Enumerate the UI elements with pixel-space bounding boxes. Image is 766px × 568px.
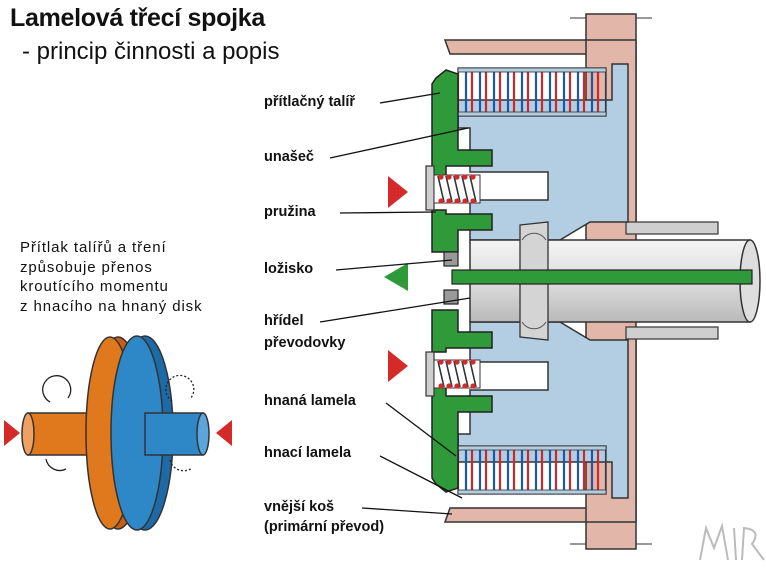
label-lozisko: ložisko	[264, 261, 314, 277]
spring-assembly-bottom	[425, 351, 481, 397]
description-line: Přítlak talířů a tření	[20, 239, 167, 256]
label-vnejsi-kos: vnější koš	[264, 499, 335, 515]
press-arrow-icon	[388, 350, 408, 382]
hub-sleeve	[625, 221, 719, 235]
press-arrow-icon	[216, 420, 232, 446]
description-line: kroutícího momentu	[20, 278, 169, 295]
output-shaft	[144, 412, 204, 456]
rotation-arrow-icon	[42, 375, 72, 403]
pressure-plate	[431, 69, 493, 493]
disk-illustration	[4, 335, 232, 531]
bearing	[443, 251, 459, 267]
description-line: z hnacího na hnaný disk	[20, 297, 203, 315]
label-pruzina: pružina	[264, 204, 316, 220]
label-pritlacny-talir: přítlačný talíř	[264, 94, 356, 110]
spring-assembly-top	[425, 165, 481, 211]
press-arrow-icon	[388, 176, 408, 208]
clutch-cross-section	[384, 13, 761, 550]
signature-logo	[699, 522, 765, 561]
plate-stack-bottom	[457, 445, 607, 495]
release-rod	[451, 269, 753, 285]
label-prevodovky: převodovky	[264, 335, 346, 351]
description-text: Přítlak talířů a tření způsobuje přenos …	[20, 238, 220, 316]
leader-lines	[319, 92, 471, 515]
rotation-arrow-icon	[165, 374, 195, 402]
rotation-arrow-icon	[169, 459, 193, 472]
rotation-arrow-icon	[45, 458, 67, 472]
label-hridel: hřídel	[264, 313, 304, 329]
press-arrow-icon	[4, 420, 20, 446]
label-primarni-prevod: (primární převod)	[264, 519, 385, 535]
plate-stack-top	[457, 67, 607, 117]
label-hnaci-lamela: hnací lamela	[264, 445, 352, 461]
page-subtitle: - princip činnosti a popis	[22, 38, 280, 65]
label-unasec: unašeč	[264, 149, 314, 165]
release-arrow-icon	[384, 263, 408, 291]
label-hnana-lamela: hnaná lamela	[264, 393, 356, 409]
page-title: Lamelová třecí spojka	[10, 4, 265, 32]
hub-sleeve	[625, 326, 719, 340]
description-line: způsobuje přenos	[20, 258, 153, 276]
